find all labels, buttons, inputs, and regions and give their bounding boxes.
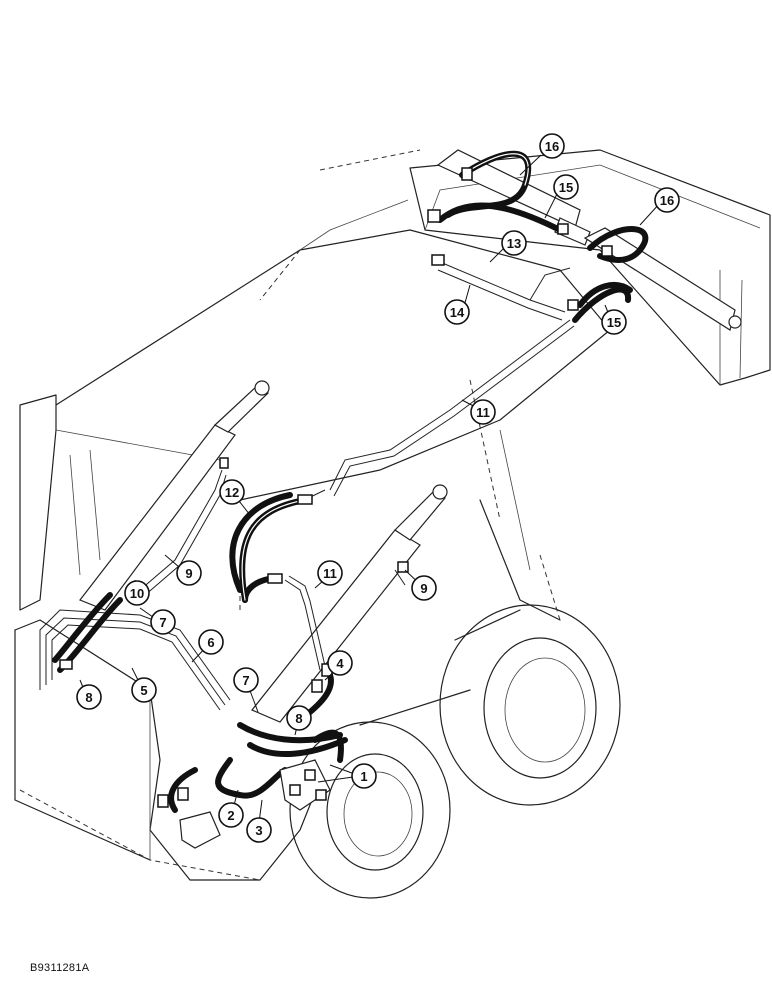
callout-label: 5 bbox=[140, 683, 147, 698]
callout-label: 4 bbox=[336, 656, 344, 671]
callout-8: 8 bbox=[286, 705, 312, 731]
control-valve bbox=[157, 759, 331, 849]
callout-label: 15 bbox=[607, 315, 621, 330]
callout-circle bbox=[553, 174, 579, 200]
callout-circle bbox=[150, 609, 176, 635]
callout-label: 1 bbox=[360, 769, 367, 784]
callout-6: 6 bbox=[198, 629, 224, 655]
lift-cylinder-right bbox=[251, 484, 448, 723]
callout-12: 12 bbox=[219, 479, 245, 505]
callout-label: 9 bbox=[420, 581, 427, 596]
callout-circle bbox=[327, 650, 353, 676]
callout-15: 15 bbox=[553, 174, 579, 200]
callout-circle bbox=[286, 705, 312, 731]
callout-circle bbox=[233, 667, 259, 693]
callout-10: 10 bbox=[124, 580, 150, 606]
callout-label: 16 bbox=[545, 139, 559, 154]
callout-circle bbox=[317, 560, 343, 586]
callout-label: 7 bbox=[242, 673, 249, 688]
callout-15: 15 bbox=[601, 309, 627, 335]
callout-circle bbox=[218, 802, 244, 828]
callout-9: 9 bbox=[411, 575, 437, 601]
callout-circle bbox=[501, 230, 527, 256]
callout-16: 16 bbox=[539, 133, 565, 159]
callout-11: 11 bbox=[317, 560, 343, 586]
callout-2: 2 bbox=[218, 802, 244, 828]
tilt-cylinder-right bbox=[583, 227, 742, 331]
callout-circle bbox=[246, 817, 272, 843]
callout-circle bbox=[411, 575, 437, 601]
callout-label: 6 bbox=[207, 635, 214, 650]
lift-cylinder-left bbox=[79, 380, 270, 611]
callout-label: 2 bbox=[227, 808, 234, 823]
callout-8: 8 bbox=[76, 684, 102, 710]
callout-label: 16 bbox=[660, 193, 674, 208]
callout-label: 3 bbox=[255, 823, 262, 838]
callout-3: 3 bbox=[246, 817, 272, 843]
callout-label: 8 bbox=[85, 690, 92, 705]
hidden-lines bbox=[19, 149, 561, 881]
callout-1: 1 bbox=[351, 763, 377, 789]
callout-circle bbox=[601, 309, 627, 335]
callout-circle bbox=[131, 677, 157, 703]
callout-16: 16 bbox=[654, 187, 680, 213]
callout-9: 9 bbox=[176, 560, 202, 586]
hoses bbox=[52, 150, 649, 813]
callout-14: 14 bbox=[444, 299, 470, 325]
callout-5: 5 bbox=[131, 677, 157, 703]
callout-circle bbox=[124, 580, 150, 606]
callout-11: 11 bbox=[470, 399, 496, 425]
callout-label: 12 bbox=[225, 485, 239, 500]
callout-circle bbox=[76, 684, 102, 710]
callout-label: 14 bbox=[450, 305, 465, 320]
callout-label: 7 bbox=[159, 615, 166, 630]
callout-circle bbox=[351, 763, 377, 789]
callout-label: 8 bbox=[295, 711, 302, 726]
callout-13: 13 bbox=[501, 230, 527, 256]
callout-label: 9 bbox=[185, 566, 192, 581]
callout-label: 13 bbox=[507, 236, 521, 251]
steel-tubes bbox=[39, 261, 575, 711]
callout-label: 15 bbox=[559, 180, 573, 195]
callout-7: 7 bbox=[233, 667, 259, 693]
callout-circle bbox=[539, 133, 565, 159]
callout-label: 11 bbox=[323, 566, 337, 581]
callout-circle bbox=[219, 479, 245, 505]
callout-circle bbox=[176, 560, 202, 586]
callout-7: 7 bbox=[150, 609, 176, 635]
callout-label: 11 bbox=[476, 405, 490, 420]
callout-circle bbox=[444, 299, 470, 325]
callout-circle bbox=[654, 187, 680, 213]
figure-code: B9311281A bbox=[30, 962, 90, 974]
callout-circle bbox=[470, 399, 496, 425]
callout-label: 10 bbox=[130, 586, 144, 601]
callout-4: 4 bbox=[327, 650, 353, 676]
callout-circle bbox=[198, 629, 224, 655]
